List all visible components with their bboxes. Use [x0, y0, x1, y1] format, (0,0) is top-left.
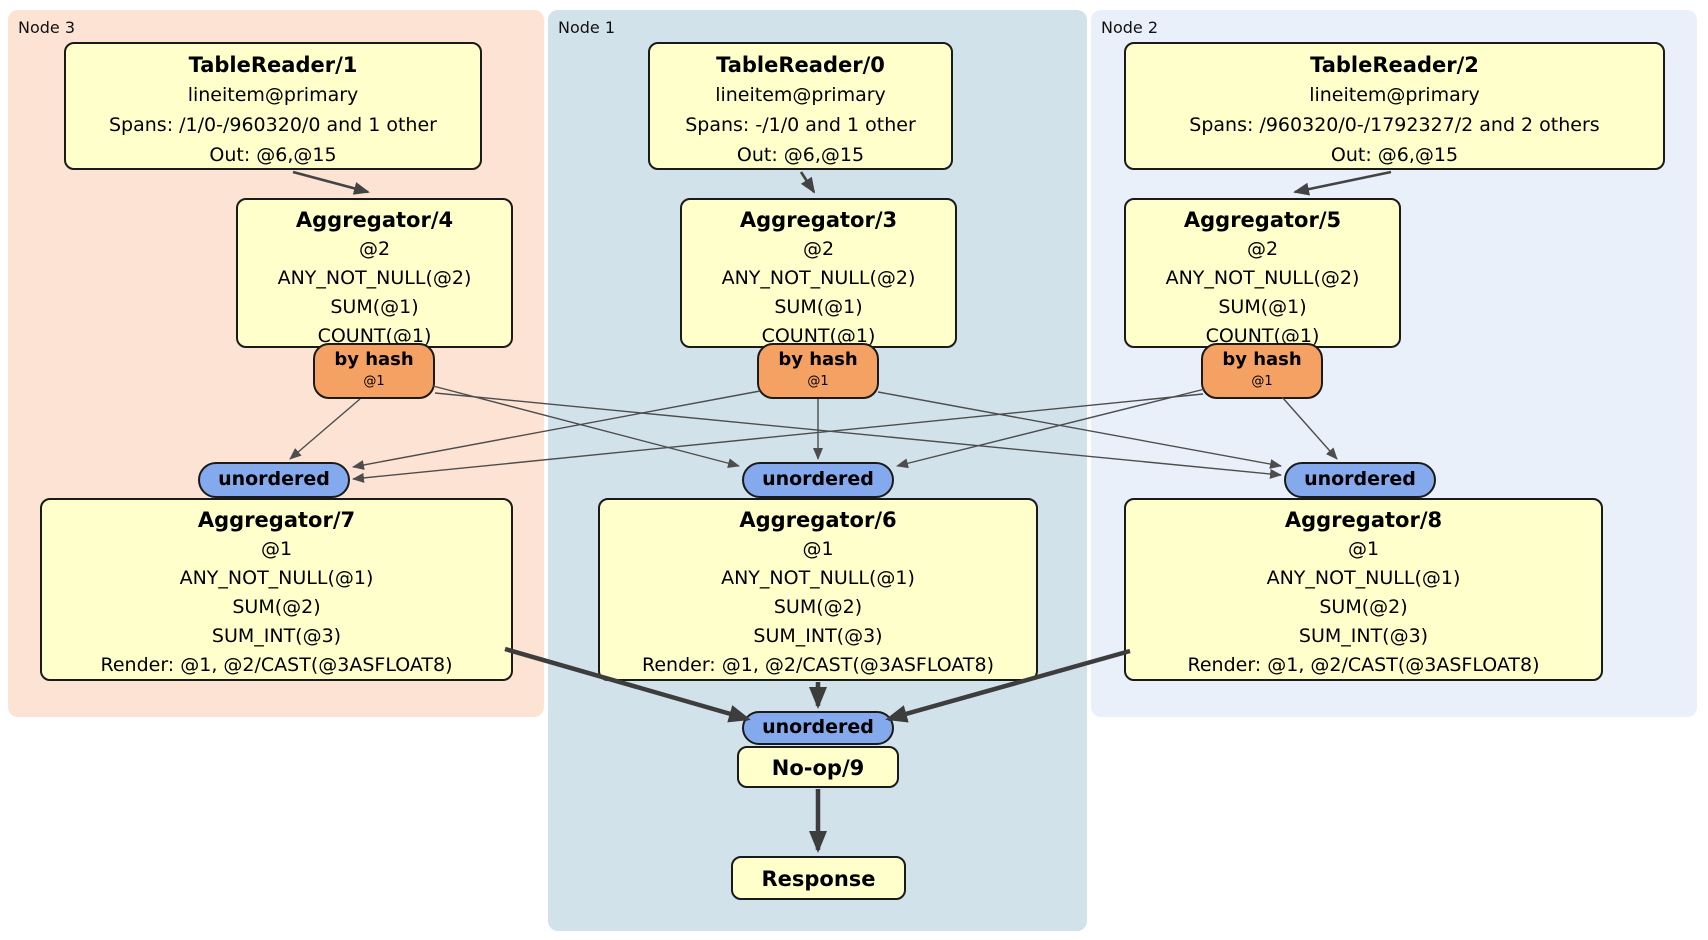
hash-router-4: by hash @1	[313, 343, 435, 399]
tablereader-2-box: TableReader/2 lineitem@primary Spans: /9…	[1124, 42, 1665, 170]
aggregator-7-box: Aggregator/7 @1 ANY_NOT_NULL(@1) SUM(@2)…	[40, 498, 513, 681]
aggregator-7-fn2: SUM(@2)	[232, 596, 321, 618]
tablereader-2-index: lineitem@primary	[1309, 84, 1480, 106]
aggregator-3-title: Aggregator/3	[739, 208, 898, 232]
aggregator-7-group: @1	[260, 538, 293, 560]
aggregator-8-box: Aggregator/8 @1 ANY_NOT_NULL(@1) SUM(@2)…	[1124, 498, 1603, 681]
aggregator-4-group: @2	[358, 238, 391, 260]
unordered-sync-mid: unordered	[742, 462, 894, 498]
aggregator-3-fn1: ANY_NOT_NULL(@2)	[721, 267, 916, 289]
aggregator-8-render: Render: @1, @2/CAST(@3ASFLOAT8)	[1187, 654, 1540, 676]
aggregator-4-fn3: COUNT(@1)	[317, 325, 432, 347]
aggregator-7-render: Render: @1, @2/CAST(@3ASFLOAT8)	[100, 654, 453, 676]
hash-router-3-key: @1	[807, 374, 829, 389]
aggregator-3-fn3: COUNT(@1)	[761, 325, 876, 347]
tablereader-0-out: Out: @6,@15	[736, 144, 865, 166]
aggregator-3-group: @2	[802, 238, 835, 260]
tablereader-1-index: lineitem@primary	[187, 84, 359, 106]
aggregator-3-box: Aggregator/3 @2 ANY_NOT_NULL(@2) SUM(@1)…	[680, 198, 957, 348]
aggregator-8-fn3: SUM_INT(@3)	[1298, 625, 1429, 647]
tablereader-1-title: TableReader/1	[188, 53, 358, 77]
tablereader-2-title: TableReader/2	[1310, 53, 1479, 77]
aggregator-4-box: Aggregator/4 @2 ANY_NOT_NULL(@2) SUM(@1)…	[236, 198, 513, 348]
tablereader-0-title: TableReader/0	[716, 53, 885, 77]
aggregator-8-title: Aggregator/8	[1284, 508, 1443, 532]
aggregator-8-group: @1	[1347, 538, 1380, 560]
tablereader-0-box: TableReader/0 lineitem@primary Spans: -/…	[648, 42, 953, 170]
aggregator-6-fn3: SUM_INT(@3)	[753, 625, 883, 647]
hash-router-5-label: by hash	[1222, 349, 1302, 370]
aggregator-4-fn2: SUM(@1)	[330, 296, 419, 318]
aggregator-5-box: Aggregator/5 @2 ANY_NOT_NULL(@2) SUM(@1)…	[1124, 198, 1401, 348]
noop-9-box: No-op/9	[737, 746, 899, 788]
response-box: Response	[731, 856, 906, 900]
aggregator-4-fn1: ANY_NOT_NULL(@2)	[277, 267, 472, 289]
aggregator-3-fn2: SUM(@1)	[774, 296, 863, 318]
noop-9-title: No-op/9	[771, 756, 865, 780]
tablereader-1-box: TableReader/1 lineitem@primary Spans: /1…	[64, 42, 482, 170]
aggregator-7-title: Aggregator/7	[197, 508, 356, 532]
response-title: Response	[761, 867, 876, 891]
hash-router-5: by hash @1	[1201, 343, 1323, 399]
aggregator-6-box: Aggregator/6 @1 ANY_NOT_NULL(@1) SUM(@2)…	[598, 498, 1038, 681]
tablereader-0-index: lineitem@primary	[715, 84, 886, 106]
unordered-sync-right: unordered	[1284, 462, 1436, 498]
unordered-sync-final: unordered	[742, 711, 894, 745]
aggregator-8-fn1: ANY_NOT_NULL(@1)	[1266, 567, 1461, 589]
tablereader-0-spans: Spans: -/1/0 and 1 other	[685, 114, 916, 136]
tablereader-2-out: Out: @6,@15	[1330, 144, 1459, 166]
hash-router-4-label: by hash	[334, 349, 414, 370]
hash-router-3: by hash @1	[757, 343, 879, 399]
aggregator-8-fn2: SUM(@2)	[1319, 596, 1408, 618]
aggregator-6-title: Aggregator/6	[739, 508, 897, 532]
hash-router-5-key: @1	[1251, 374, 1273, 389]
aggregator-6-group: @1	[802, 538, 834, 560]
node1-label: Node 1	[558, 18, 616, 37]
aggregator-5-group: @2	[1246, 238, 1279, 260]
node2-label: Node 2	[1101, 18, 1159, 37]
aggregator-7-fn1: ANY_NOT_NULL(@1)	[179, 567, 374, 589]
aggregator-6-render: Render: @1, @2/CAST(@3ASFLOAT8)	[642, 654, 994, 676]
aggregator-5-fn3: COUNT(@1)	[1205, 325, 1320, 347]
node3-label: Node 3	[18, 18, 76, 37]
aggregator-5-title: Aggregator/5	[1183, 208, 1342, 232]
aggregator-5-fn2: SUM(@1)	[1218, 296, 1307, 318]
unordered-sync-left: unordered	[198, 462, 350, 498]
hash-router-3-label: by hash	[778, 349, 858, 370]
tablereader-2-spans: Spans: /960320/0-/1792327/2 and 2 others	[1189, 114, 1600, 136]
aggregator-6-fn1: ANY_NOT_NULL(@1)	[721, 567, 915, 589]
aggregator-4-title: Aggregator/4	[295, 208, 454, 232]
aggregator-6-fn2: SUM(@2)	[773, 596, 863, 618]
tablereader-1-spans: Spans: /1/0-/960320/0 and 1 other	[109, 114, 437, 136]
tablereader-1-out: Out: @6,@15	[209, 144, 337, 166]
aggregator-7-fn3: SUM_INT(@3)	[211, 625, 342, 647]
hash-router-4-key: @1	[363, 374, 385, 389]
aggregator-5-fn1: ANY_NOT_NULL(@2)	[1165, 267, 1360, 289]
